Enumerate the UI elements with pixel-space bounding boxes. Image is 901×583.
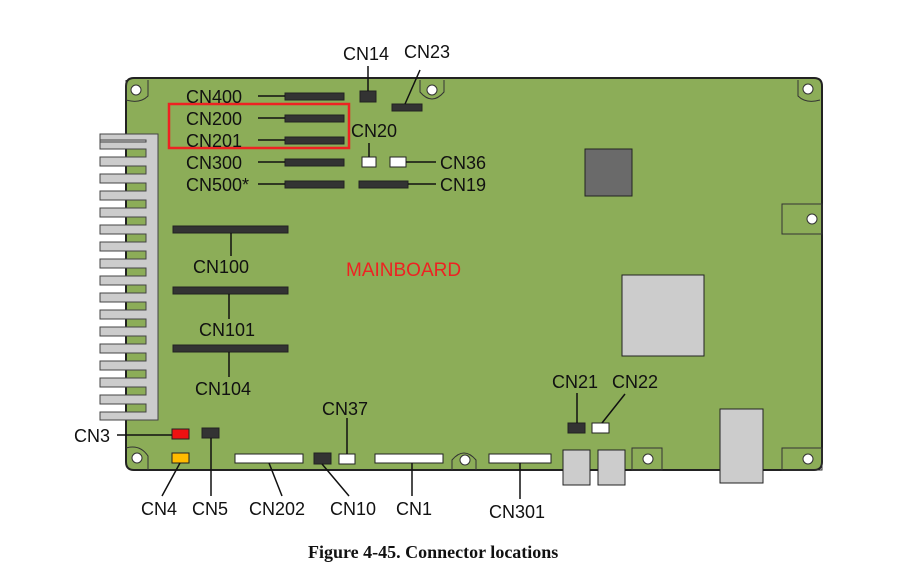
label-cn21: CN21 [552, 372, 598, 392]
label-cn5: CN5 [192, 499, 228, 519]
label-cn3: CN3 [74, 426, 110, 446]
connector-cn10 [313, 452, 332, 465]
connector-cn23 [391, 103, 423, 112]
connector-cn400 [284, 92, 345, 101]
connector-cn1 [374, 453, 444, 464]
connector-cn21 [567, 422, 586, 434]
port-usb-1 [562, 449, 591, 486]
label-cn202: CN202 [249, 499, 305, 519]
label-cn19: CN19 [440, 175, 486, 195]
label-cn500: CN500* [186, 175, 249, 195]
label-cn4: CN4 [141, 499, 177, 519]
chip-light [621, 274, 705, 357]
label-cn101: CN101 [199, 320, 255, 340]
connector-cn301 [488, 453, 552, 464]
connector-cn5 [201, 427, 220, 439]
label-cn14: CN14 [343, 44, 389, 64]
connector-cn22 [591, 422, 610, 434]
board-label: MAINBOARD [346, 260, 461, 281]
connector-cn200 [284, 114, 345, 123]
connector-cn37 [338, 453, 356, 465]
label-cn1: CN1 [396, 499, 432, 519]
label-cn23: CN23 [404, 42, 450, 62]
connector-cn20 [361, 156, 377, 168]
heatsink [99, 133, 159, 421]
connector-cn202 [234, 453, 304, 464]
label-cn104: CN104 [195, 379, 251, 399]
label-cn10: CN10 [330, 499, 376, 519]
connector-cn500 [284, 180, 345, 189]
connector-cn14 [359, 90, 377, 103]
label-cn20: CN20 [351, 121, 397, 141]
label-cn300: CN300 [186, 153, 242, 173]
label-cn301: CN301 [489, 502, 545, 522]
connector-cn19 [358, 180, 409, 189]
leader-lines [117, 66, 626, 499]
connector-cn201 [284, 136, 345, 145]
port-right [719, 408, 764, 484]
label-cn22: CN22 [612, 372, 658, 392]
figure-caption: Figure 4-45. Connector locations [308, 542, 558, 562]
label-cn200: CN200 [186, 109, 242, 129]
connector-cn4 [171, 452, 190, 464]
mounting-holes [125, 80, 823, 471]
connector-cn101 [172, 286, 289, 295]
highlight-box [167, 102, 351, 150]
label-cn36: CN36 [440, 153, 486, 173]
connector-cn36 [389, 156, 407, 168]
chip-dark [584, 148, 633, 197]
label-cn400: CN400 [186, 87, 242, 107]
label-cn100: CN100 [193, 257, 249, 277]
port-usb-2 [597, 449, 626, 486]
connector-cn100 [172, 225, 289, 234]
connector-cn3 [171, 428, 190, 440]
label-cn37: CN37 [322, 399, 368, 419]
label-cn201: CN201 [186, 131, 242, 151]
connector-cn300 [284, 158, 345, 167]
connector-cn104 [172, 344, 289, 353]
